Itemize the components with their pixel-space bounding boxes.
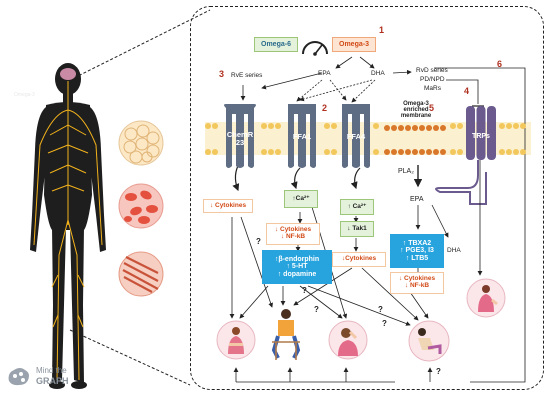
step-number-2: 2 <box>322 103 328 113</box>
lipid-head <box>520 123 526 129</box>
pd-npd-label: PD/NPD <box>420 76 445 83</box>
question-mark-2: ? <box>302 286 307 295</box>
lipid-head <box>324 123 330 129</box>
calcium-box-ffa1: ↑Ca²⁺ <box>284 190 318 208</box>
tbxa2-pge3-ltb5-box: ↑ TBXA2 ↑ PGE3, I3 ↑ LTB5 <box>390 234 444 268</box>
lipid-head <box>205 123 211 129</box>
lipid-head <box>506 123 512 129</box>
enriched-membrane-icon <box>384 125 446 155</box>
omega6-box: Omega-6 <box>254 37 298 52</box>
question-mark-1: ? <box>256 237 261 246</box>
lipid-head <box>268 123 274 129</box>
ffa4-receptor-icon <box>342 104 370 168</box>
epa-label: EPA <box>318 70 331 77</box>
pain-figure-headache-icon <box>328 320 368 360</box>
lipid-head <box>331 149 337 155</box>
question-mark-4: ? <box>378 305 383 314</box>
lipid-head <box>373 149 379 155</box>
adipose-tissue-icon <box>118 120 164 166</box>
lipid-head <box>261 149 267 155</box>
gauge-icon <box>302 41 328 56</box>
lipid-head <box>261 123 267 129</box>
lipid-head <box>513 123 519 129</box>
epa-mid-label: EPA <box>410 196 424 203</box>
logo-text-line1: Mind the <box>36 366 67 375</box>
chemr23-label: ChemR 23 <box>226 130 254 147</box>
cytokines-box-chemr23: ↓ Cytokines <box>203 199 253 213</box>
mechanism-panel <box>190 6 544 390</box>
endorphin-serotonin-dopamine-box: ↑β-endorphin ↑ 5-HT ↑ dopamine <box>262 250 332 284</box>
rvd-series-label: RvD series <box>416 67 448 74</box>
lipid-head <box>450 123 456 129</box>
muscle-tissue-icon <box>118 251 164 297</box>
chemr23-receptor-icon <box>224 104 256 168</box>
pain-figure-joint-icon <box>408 320 450 362</box>
dha-mid-label: DHA <box>447 247 461 254</box>
calcium-box-ffa4: ↑ Ca²⁺ <box>340 199 374 215</box>
lipid-head <box>520 149 526 155</box>
trps-channel-icon <box>466 106 496 160</box>
lipid-head <box>506 149 512 155</box>
cytokines-nfkb-box-ffa1: ↓ Cytokines ↓ NF-kB <box>266 223 320 245</box>
question-mark-3: ? <box>314 305 319 314</box>
tak1-box: ↓ Tak1 <box>340 221 374 237</box>
trps-label: TRPs <box>472 133 490 141</box>
lipid-head <box>513 149 519 155</box>
lipid-head <box>331 123 337 129</box>
step-number-4: 4 <box>464 86 470 96</box>
step-number-1: 1 <box>379 25 385 35</box>
step-number-3: 3 <box>219 69 225 79</box>
lipid-head <box>324 149 330 155</box>
enriched-membrane-label: Omega-3 enriched membrane <box>400 100 432 120</box>
mindthegraph-logo-icon <box>8 368 29 386</box>
lipid-head <box>268 149 274 155</box>
lipid-head <box>275 149 281 155</box>
lipid-head <box>205 149 211 155</box>
lipid-head <box>499 123 505 129</box>
lipid-head <box>212 123 218 129</box>
omega3-box: Omega-3 <box>332 37 376 52</box>
blood-cells-icon <box>118 183 164 229</box>
ffa1-receptor-icon <box>288 104 316 168</box>
omega-faint-label: Omega-3 <box>14 92 35 98</box>
lipid-head <box>499 149 505 155</box>
step-number-6: 6 <box>497 59 503 69</box>
zoom-connector-bottom <box>69 329 191 386</box>
lipid-head <box>373 123 379 129</box>
lipid-head <box>212 149 218 155</box>
pain-figure-knee-icon <box>271 309 301 360</box>
human-body-figure <box>30 63 106 389</box>
rve-series-label: RvE series <box>231 72 263 79</box>
pla2-label: PLA₂ <box>398 168 414 175</box>
pain-figure-abdomen-icon <box>216 320 256 360</box>
ffa1-label: FFA1 <box>292 132 312 142</box>
step-number-5: 5 <box>429 103 435 113</box>
lipid-head <box>457 149 463 155</box>
pain-figure-back-icon <box>466 278 506 318</box>
lipid-head <box>450 149 456 155</box>
mars-label: MaRs <box>424 85 441 92</box>
question-mark-5: ? <box>382 319 387 328</box>
zoom-connector-top <box>69 9 211 81</box>
ffa4-label: FFA4 <box>346 132 366 142</box>
logo-text-line2: GRAPH <box>36 376 69 386</box>
dha-label: DHA <box>371 70 385 77</box>
lipid-head <box>275 123 281 129</box>
cytokines-box-ffa4: ↓Cytokines <box>332 252 386 267</box>
cytokines-nfkb-box-pla2: ↓ Cytokines ↓ NF-kB <box>390 272 444 294</box>
lipid-head <box>457 123 463 129</box>
question-mark-6: ? <box>436 367 441 376</box>
